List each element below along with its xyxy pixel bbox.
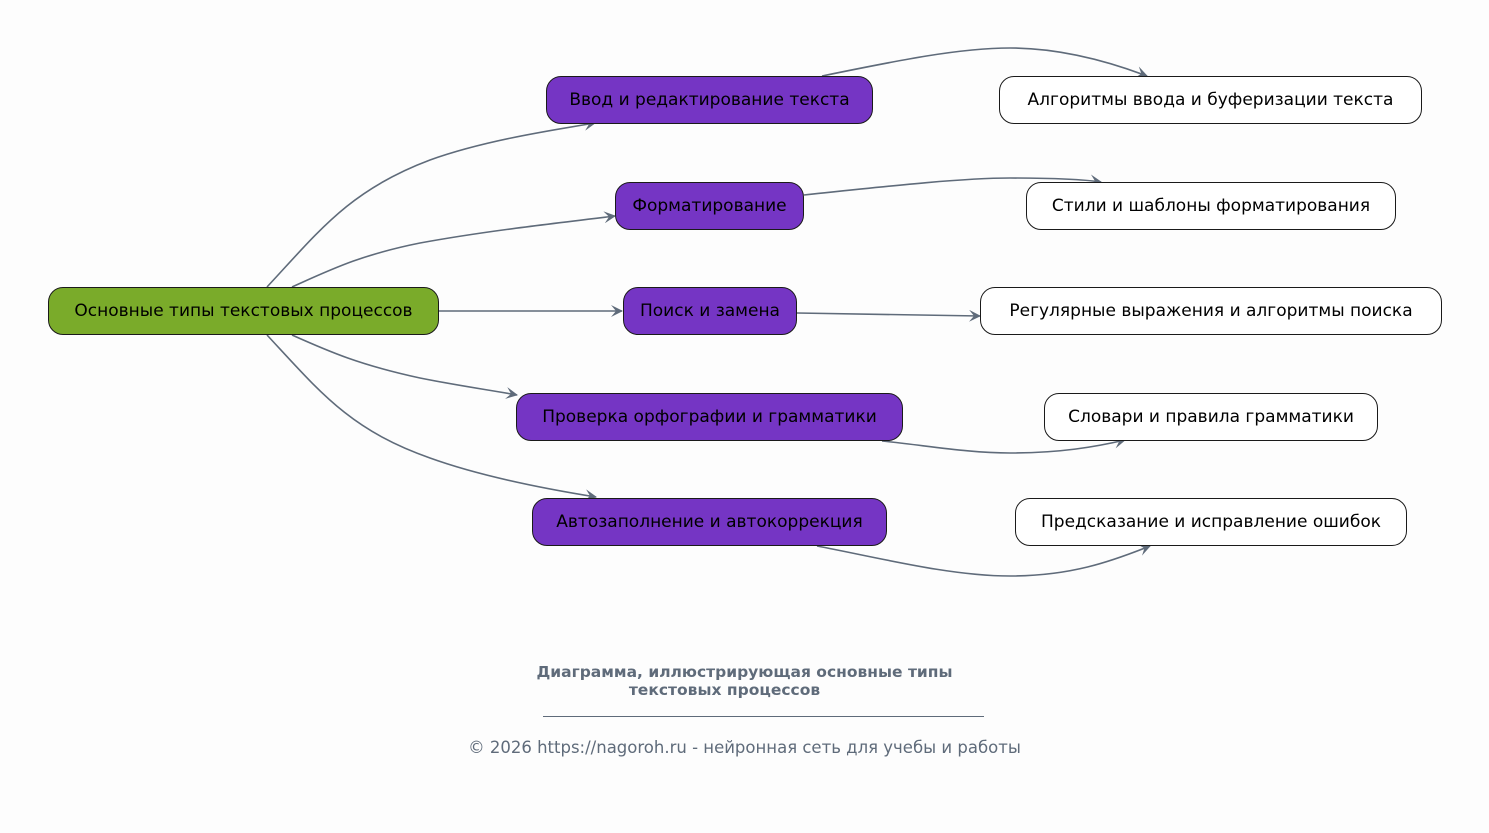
branch-node-spell-grammar-check[interactable]: Проверка орфографии и грамматики bbox=[516, 393, 903, 441]
leaf-node-input-buffer-algorithms[interactable]: Алгоритмы ввода и буферизации текста bbox=[999, 76, 1422, 124]
leaf-node-label: Предсказание и исправление ошибок bbox=[1041, 512, 1381, 532]
branch-node-formatting[interactable]: Форматирование bbox=[615, 182, 804, 230]
edge-branch-4-to-leaf-4 bbox=[881, 436, 1126, 454]
diagram-caption-line-1: Диаграмма, иллюстрирующая основные типы bbox=[536, 663, 953, 681]
branch-node-label: Форматирование bbox=[632, 196, 787, 216]
leaf-node-regex-search-algorithms[interactable]: Регулярные выражения и алгоритмы поиска bbox=[980, 287, 1442, 335]
leaf-node-dictionaries-grammar-rules[interactable]: Словари и правила грамматики bbox=[1044, 393, 1378, 441]
root-node[interactable]: Основные типы текстовых процессов bbox=[48, 287, 439, 335]
edge-root-to-branch-5 bbox=[266, 334, 597, 502]
branch-node-label: Автозаполнение и автокоррекция bbox=[556, 512, 863, 532]
branch-node-label: Ввод и редактирование текста bbox=[569, 90, 850, 110]
edge-root-to-branch-4 bbox=[291, 334, 518, 399]
branch-node-autocomplete-autocorrect[interactable]: Автозаполнение и автокоррекция bbox=[532, 498, 887, 546]
edge-branch-5-to-leaf-5 bbox=[816, 544, 1151, 577]
leaf-node-label: Словари и правила грамматики bbox=[1068, 407, 1354, 427]
leaf-node-label: Алгоритмы ввода и буферизации текста bbox=[1027, 90, 1394, 110]
edge-branch-3-to-leaf-3 bbox=[796, 309, 981, 322]
edge-branch-2-to-leaf-2 bbox=[803, 174, 1102, 196]
leaf-node-label: Регулярные выражения и алгоритмы поиска bbox=[1009, 301, 1413, 321]
footer-copyright: © 2026 https://nagoroh.ru - нейронная се… bbox=[468, 738, 1021, 757]
root-node-label: Основные типы текстовых процессов bbox=[74, 301, 413, 321]
edge-root-to-branch-2 bbox=[291, 211, 616, 288]
edge-branch-1-to-leaf-1 bbox=[821, 47, 1148, 78]
branch-node-label: Проверка орфографии и грамматики bbox=[542, 407, 877, 427]
caption-divider bbox=[543, 716, 984, 717]
branch-node-input-editing[interactable]: Ввод и редактирование текста bbox=[546, 76, 873, 124]
leaf-node-format-styles-templates[interactable]: Стили и шаблоны форматирования bbox=[1026, 182, 1396, 230]
branch-node-label: Поиск и замена bbox=[640, 301, 780, 321]
branch-node-search-replace[interactable]: Поиск и замена bbox=[623, 287, 797, 335]
edge-root-to-branch-1 bbox=[266, 118, 596, 288]
leaf-node-prediction-error-correction[interactable]: Предсказание и исправление ошибок bbox=[1015, 498, 1407, 546]
leaf-node-label: Стили и шаблоны форматирования bbox=[1051, 196, 1371, 216]
diagram-caption-line-2: текстовых процессов bbox=[628, 681, 821, 699]
